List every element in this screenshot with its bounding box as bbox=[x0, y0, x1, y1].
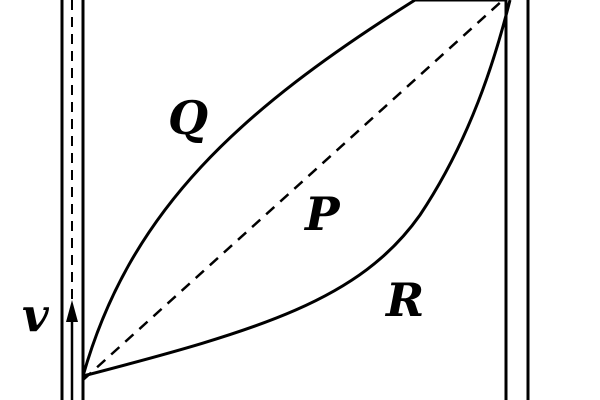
velocity-arrowhead-icon bbox=[66, 300, 78, 322]
label-q: Q bbox=[168, 91, 208, 145]
right-tube bbox=[504, 0, 530, 400]
line-p-dashed bbox=[82, 0, 504, 381]
curve-r bbox=[82, 0, 512, 378]
curve-q bbox=[81, 0, 416, 377]
label-v: v bbox=[22, 288, 50, 342]
label-r: R bbox=[384, 273, 424, 327]
left-tube bbox=[60, 0, 85, 400]
velocity-arrow bbox=[66, 300, 78, 400]
label-p: P bbox=[303, 187, 341, 241]
